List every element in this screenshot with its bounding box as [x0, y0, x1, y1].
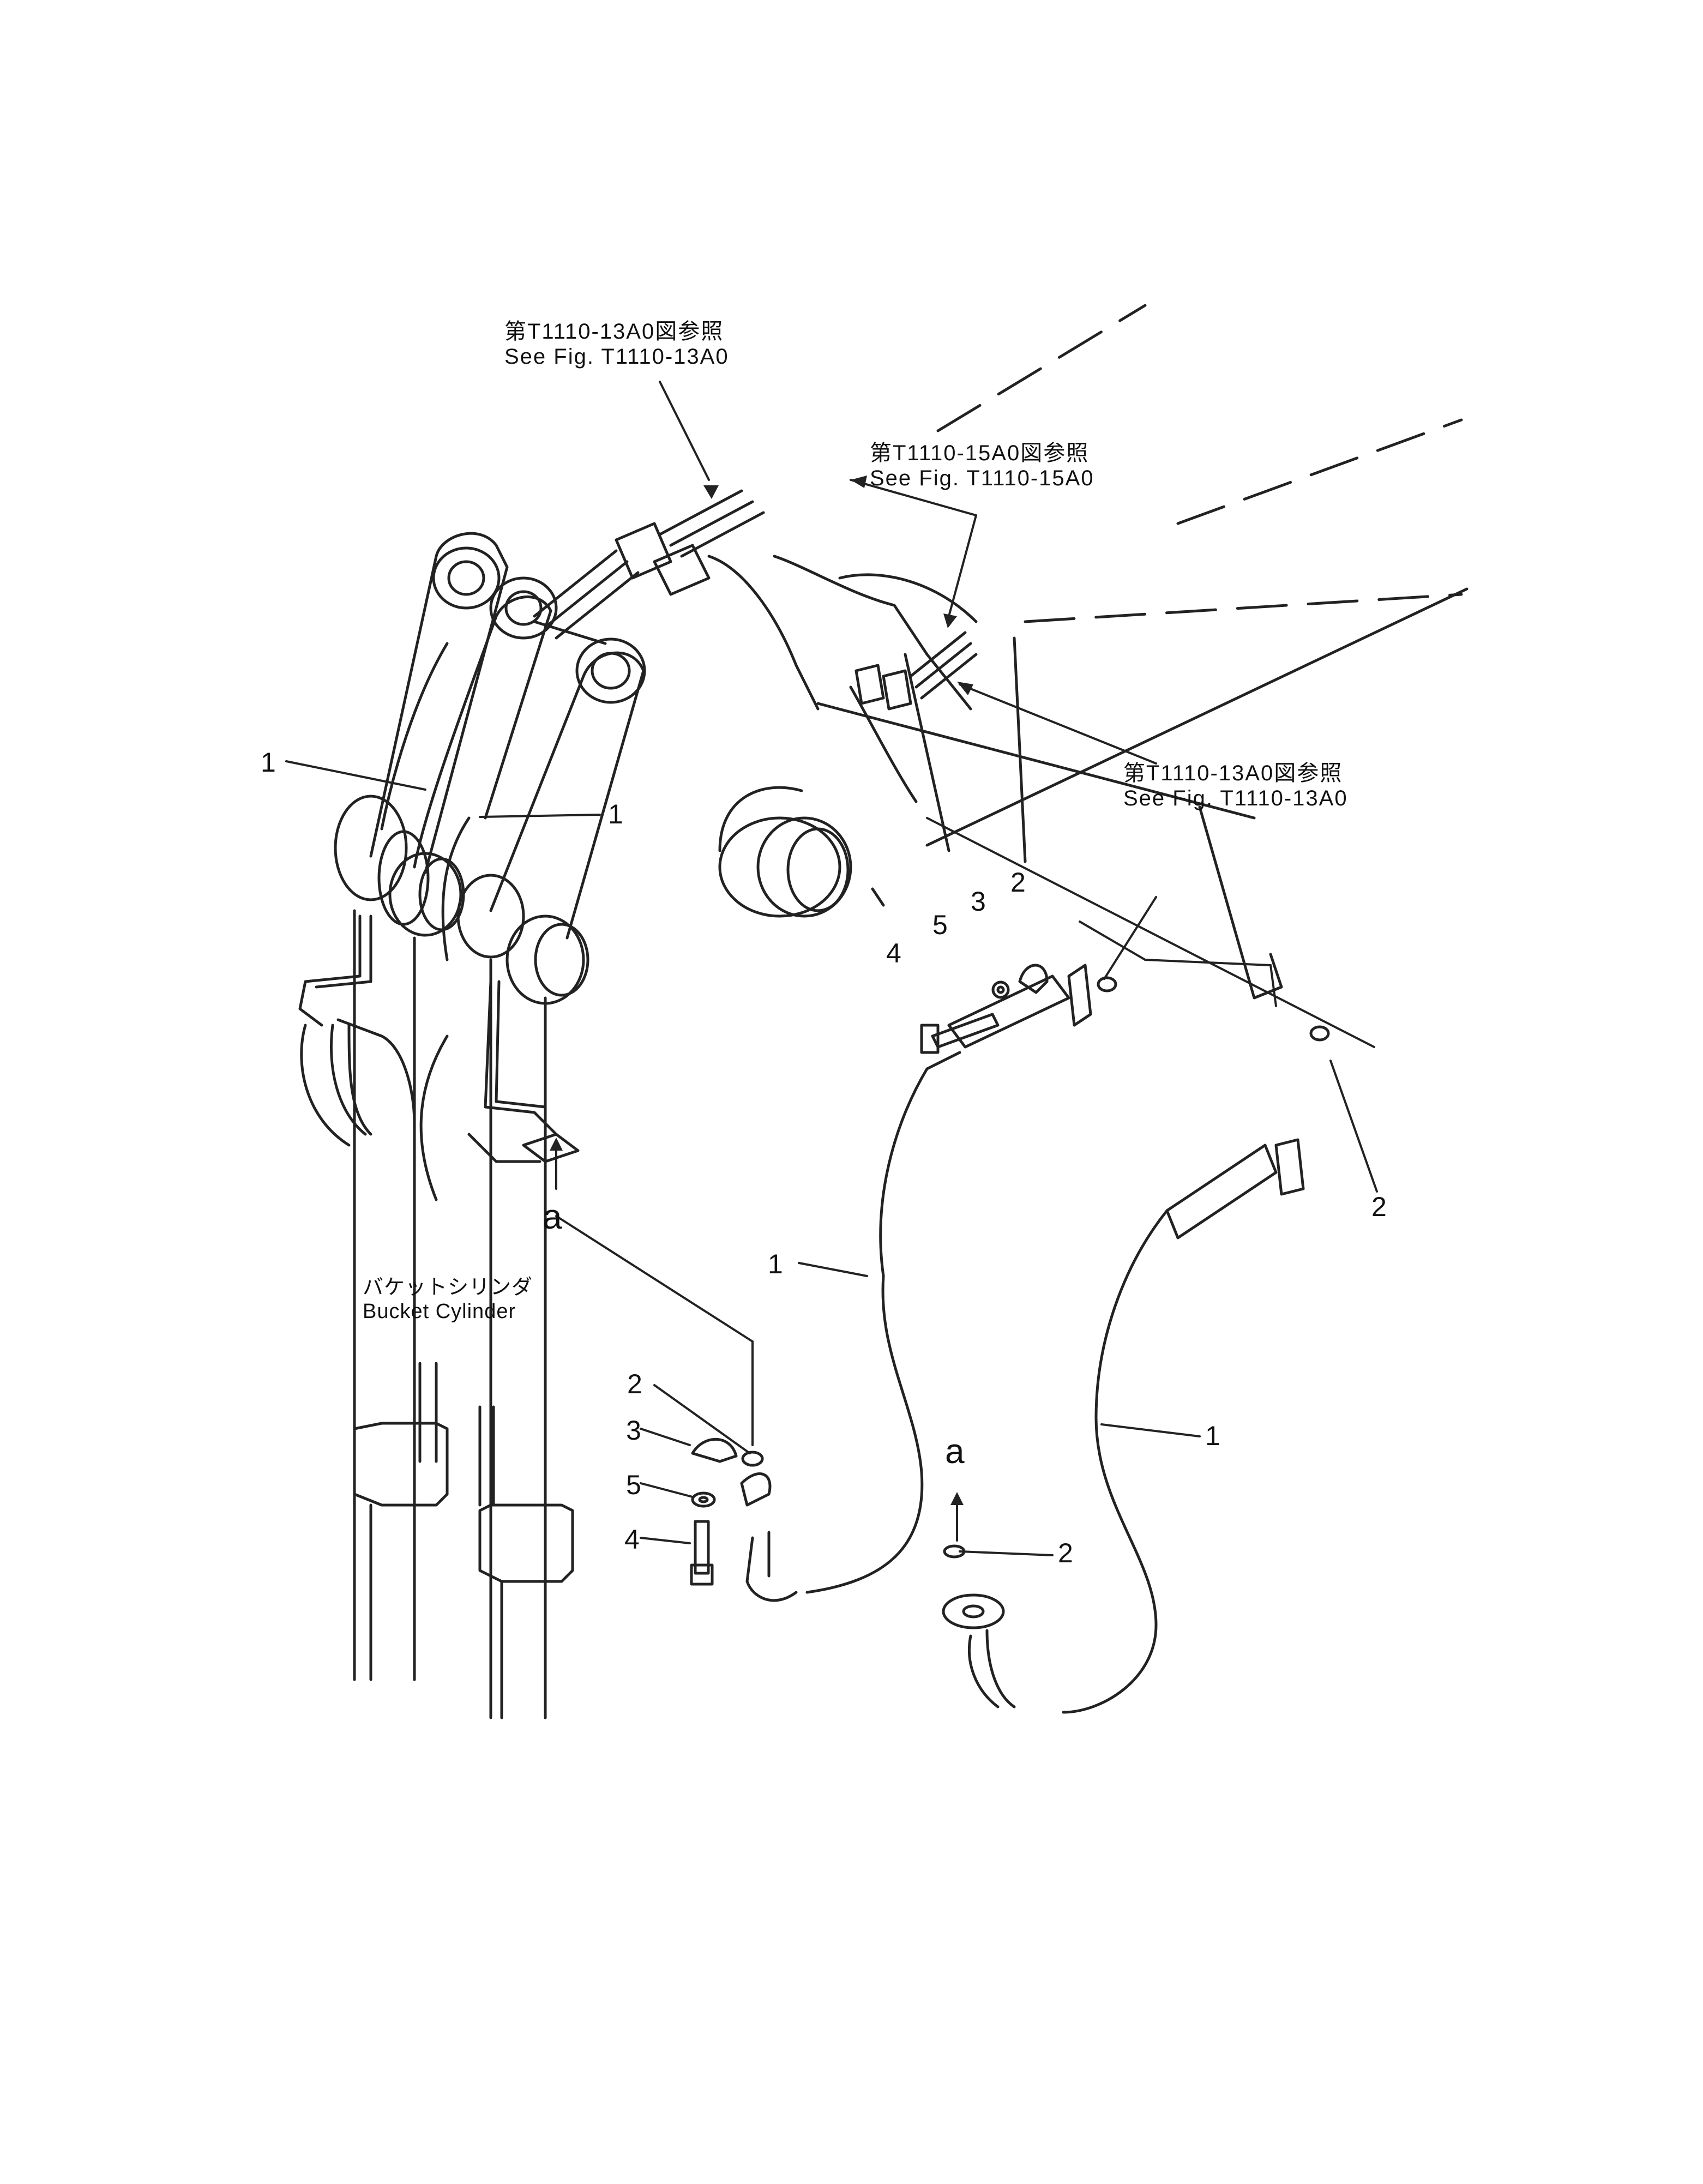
leader-lines	[285, 381, 1378, 1556]
reference-note-3-jp: 第T1110-13A0図参照	[1123, 761, 1343, 785]
cylinder-piping	[298, 914, 580, 1201]
view-marker-a-upper: a	[543, 1197, 562, 1236]
callout-4-bolt-left: 4	[624, 1524, 640, 1555]
hose-assemblies	[740, 964, 1305, 1714]
callout-4-bolt-top: 4	[886, 938, 901, 968]
callout-3-clamp-top: 3	[971, 886, 986, 917]
upper-fittings	[533, 489, 978, 711]
view-marker-a-lower: a	[945, 1431, 965, 1471]
callout-2-o-ring-bottom: 2	[1058, 1538, 1073, 1568]
callout-1-hose-center: 1	[608, 799, 623, 829]
callout-1-hose-left: 1	[261, 747, 276, 778]
callout-2-o-ring-top: 2	[1010, 867, 1026, 898]
callout-2-o-ring-right: 2	[1371, 1192, 1387, 1222]
reference-note-2-en: See Fig. T1110-15A0	[870, 466, 1094, 490]
boom-structure	[707, 304, 1469, 1000]
reference-note-2: 第T1110-15A0図参照 See Fig. T1110-15A0	[870, 441, 1094, 491]
callout-1-hose-right: 1	[1205, 1421, 1220, 1451]
callout-3-clamp-left: 3	[626, 1415, 641, 1446]
callout-5-washer-left: 5	[626, 1470, 641, 1500]
cylinder-heads	[334, 795, 589, 1005]
bucket-cylinder-label: バケットシリンダ Bucket Cylinder	[363, 1276, 533, 1323]
reference-note-1: 第T1110-13A0図参照 See Fig. T1110-13A0	[504, 319, 729, 369]
callout-2-o-ring-left: 2	[627, 1369, 642, 1399]
callout-5-washer-top: 5	[932, 910, 948, 940]
reference-note-1-jp: 第T1110-13A0図参照	[504, 320, 724, 344]
hardware-parts	[690, 964, 1330, 1586]
reference-note-2-jp: 第T1110-15A0図参照	[870, 441, 1090, 465]
reference-note-3-en: See Fig. T1110-13A0	[1123, 786, 1348, 810]
reference-note-1-en: See Fig. T1110-13A0	[504, 345, 729, 369]
bucket-cylinder-label-en: Bucket Cylinder	[363, 1299, 516, 1323]
reference-note-3: 第T1110-13A0図参照 See Fig. T1110-13A0	[1123, 761, 1348, 811]
bucket-cylinder-label-jp: バケットシリンダ	[363, 1276, 533, 1299]
link-arms	[369, 532, 646, 961]
callout-1-hose-lower: 1	[768, 1249, 783, 1279]
cylinder-bodies	[353, 909, 574, 1719]
